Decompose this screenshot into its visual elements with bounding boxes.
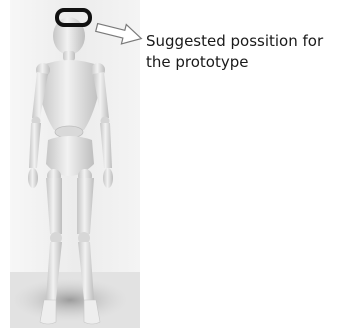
- mannequin-neck: [63, 51, 75, 61]
- right-hand: [103, 168, 113, 188]
- mannequin-illustration: [10, 0, 140, 328]
- pointer-arrow-icon: [94, 20, 146, 46]
- left-hand: [28, 168, 38, 188]
- mannequin-figure: [10, 0, 140, 328]
- floor-shadow: [12, 278, 128, 322]
- annotation-label: Suggested possition for the prototype: [146, 31, 344, 73]
